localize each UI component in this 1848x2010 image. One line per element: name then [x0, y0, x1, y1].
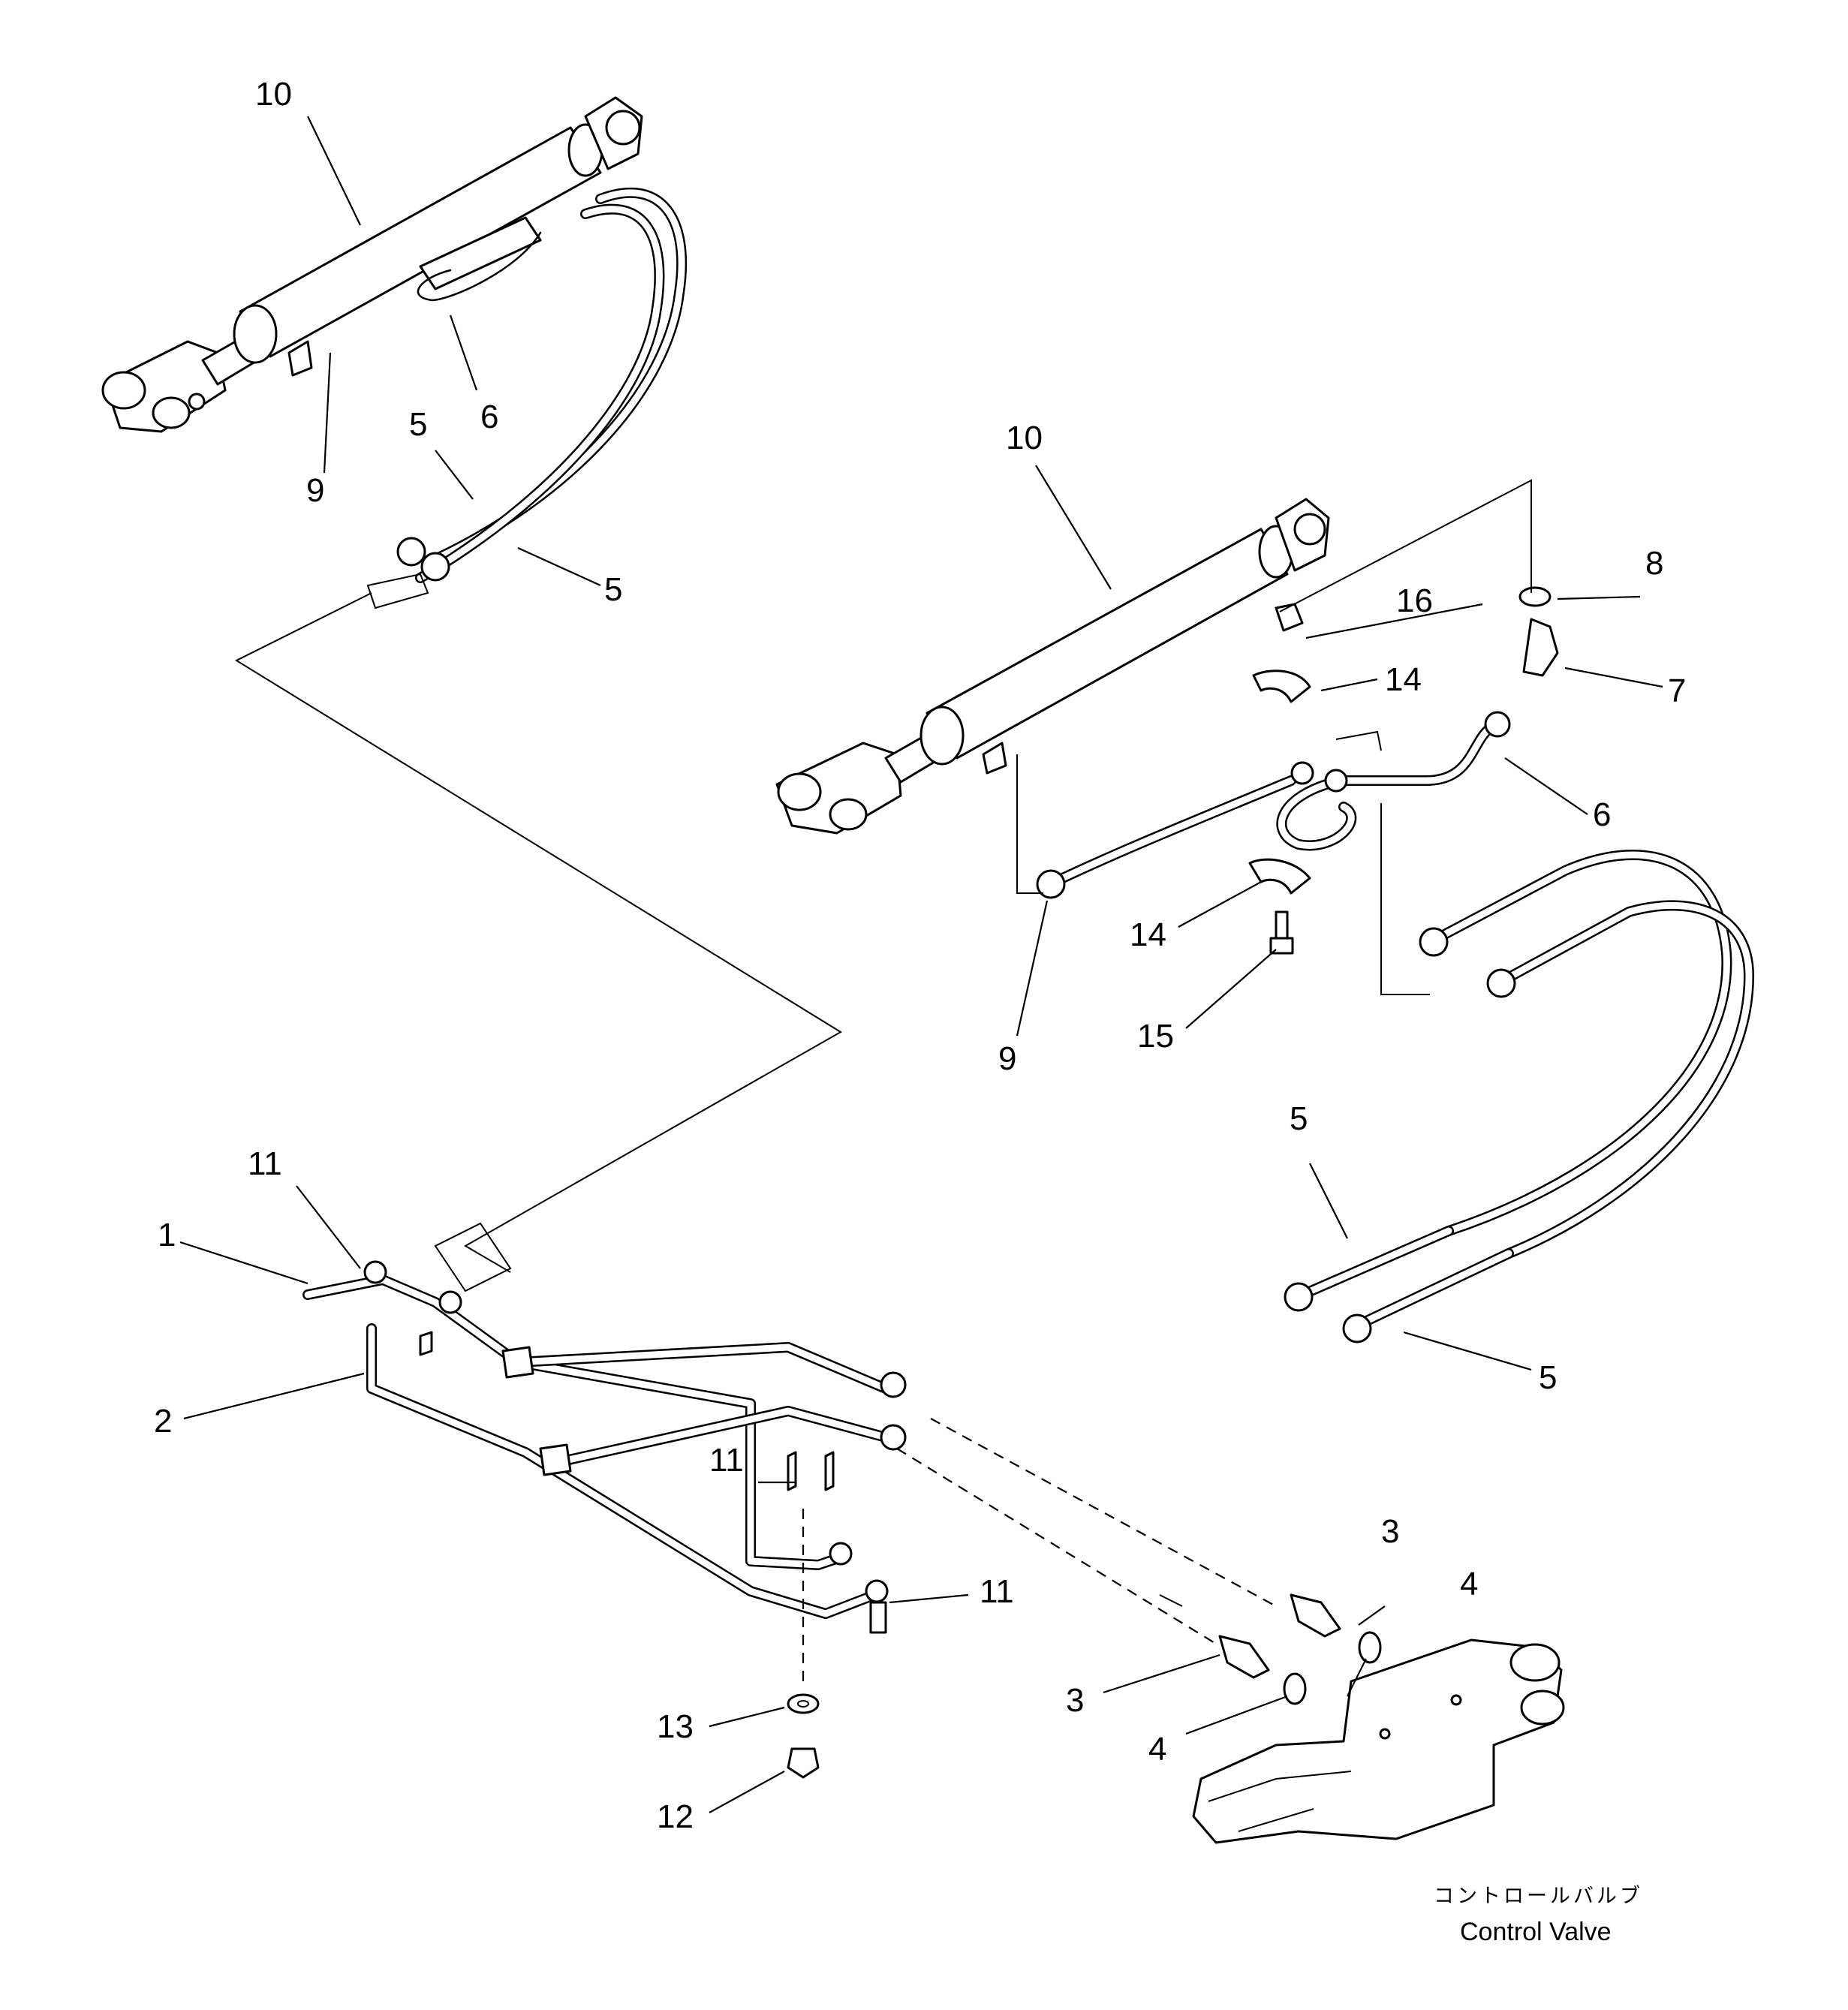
tube-6-right [1276, 711, 1511, 851]
caption-japanese: コントロールバルブ [1434, 1885, 1643, 1908]
callout-3-lower: 3 [1066, 1682, 1084, 1719]
callout-6-upper: 6 [480, 399, 498, 435]
caption-english: Control Valve [1460, 1918, 1612, 1946]
callout-3-upper: 3 [1381, 1513, 1399, 1550]
connection-lines [234, 479, 1532, 1697]
callout-10-middle: 10 [1006, 420, 1043, 456]
callout-16: 16 [1396, 582, 1433, 619]
callout-8: 8 [1645, 545, 1663, 582]
tube-assembly-lower [302, 1260, 907, 1634]
callout-9-right: 9 [998, 1040, 1016, 1077]
callout-4-upper: 4 [1460, 1566, 1478, 1602]
hoses-5-right [1284, 850, 1754, 1344]
callout-5-lower-a: 5 [1290, 1100, 1308, 1137]
center-line-3b [896, 1448, 1217, 1644]
callout-10-upper: 10 [255, 76, 292, 113]
callout-6-right: 6 [1593, 796, 1611, 833]
cylinder-middle-right [775, 498, 1330, 835]
callout-5-lower-b: 5 [1539, 1359, 1557, 1396]
callout-5-upper-a: 5 [409, 406, 427, 443]
callout-1: 1 [158, 1217, 176, 1253]
callout-11-right: 11 [980, 1573, 1014, 1610]
control-valve [1192, 1638, 1565, 1844]
callout-4-lower: 4 [1148, 1731, 1166, 1768]
callout-12: 12 [657, 1798, 694, 1835]
callout-11-middle: 11 [709, 1442, 744, 1479]
callout-13: 13 [657, 1708, 694, 1745]
callout-14-lower: 14 [1130, 916, 1166, 953]
callout-14-upper: 14 [1385, 661, 1422, 698]
small-parts-right [1248, 586, 1559, 955]
leader-lines [179, 116, 1663, 1813]
callout-7: 7 [1668, 673, 1686, 709]
fasteners-lower [787, 1593, 1382, 1779]
callout-2: 2 [154, 1403, 172, 1440]
callout-5-upper-b: 5 [604, 571, 622, 608]
callout-11-left: 11 [248, 1145, 282, 1182]
callout-9-upper: 9 [306, 472, 324, 509]
cylinder-upper-left [101, 96, 688, 583]
callout-15: 15 [1137, 1018, 1174, 1055]
tube-9-right [1036, 761, 1314, 899]
center-line-3a [930, 1418, 1277, 1607]
